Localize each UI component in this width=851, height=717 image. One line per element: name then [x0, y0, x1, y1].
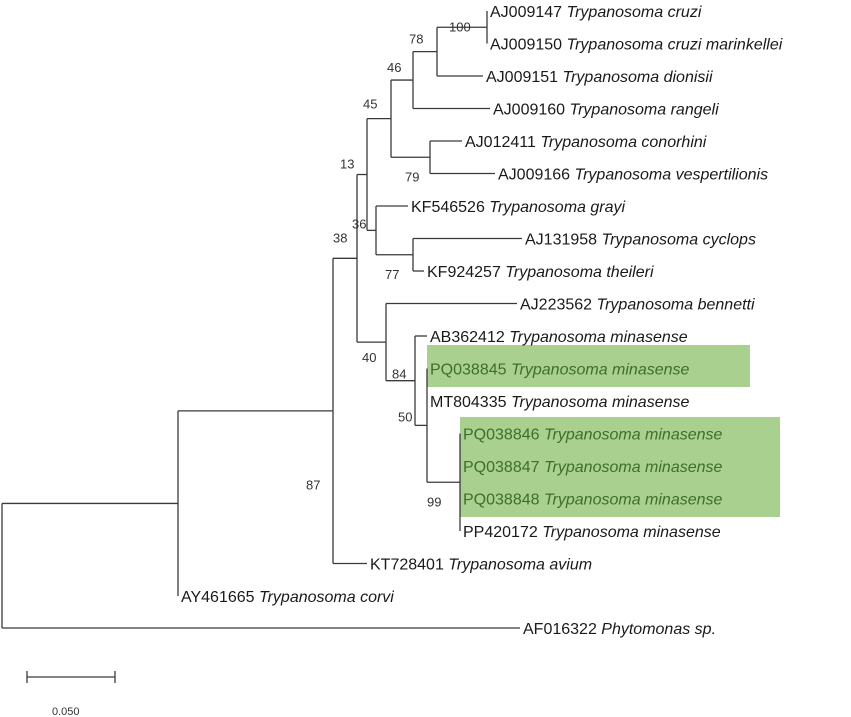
leaf-label-ay461665: AY461665 Trypanosoma corvi	[181, 589, 394, 606]
leaf-label-aj009160: AJ009160 Trypanosoma rangeli	[493, 102, 719, 119]
bootstrap-value-n-conorhini: 79	[405, 169, 419, 184]
leaf-accession: KF546526	[411, 199, 489, 216]
leaf-species: Trypanosoma minasense	[544, 492, 723, 509]
scale-bar-label: 0.050	[52, 706, 80, 717]
leaf-species: Trypanosoma minasense	[542, 524, 721, 541]
leaf-species: Trypanosoma minasense	[509, 329, 688, 346]
leaf-accession: AJ009147	[490, 4, 567, 21]
leaf-species: Trypanosoma dionisii	[563, 69, 713, 86]
leaf-accession: MT804335	[430, 394, 511, 411]
leaf-species: Trypanosoma rangeli	[570, 102, 720, 119]
leaf-label-aj009166: AJ009166 Trypanosoma vespertilionis	[498, 167, 768, 184]
bootstrap-value-n-group1: 45	[363, 97, 377, 112]
leaf-label-af016322: AF016322 Phytomonas sp.	[523, 621, 716, 638]
bootstrap-value-n-grayi: 36	[352, 216, 366, 231]
bootstrap-layer: 100 78 46 79 45 77 36 13 99 50 84 40 38 87	[306, 19, 471, 509]
leaf-label-mt804335: MT804335 Trypanosoma minasense	[430, 394, 689, 411]
leaf-species: Trypanosoma corvi	[259, 589, 394, 606]
bootstrap-value-n-cyclops: 77	[385, 267, 399, 282]
bootstrap-value-n-dionisii: 78	[409, 32, 423, 47]
leaf-species: Trypanosoma minasense	[511, 362, 690, 379]
leaf-species: Trypanosoma avium	[448, 557, 592, 574]
leaf-accession: PP420172	[463, 524, 542, 541]
leaf-accession: AF016322	[523, 621, 601, 638]
leaf-accession: AJ009166	[498, 167, 575, 184]
branch-layer	[1, 11, 522, 629]
leaf-accession: AB362412	[430, 329, 509, 346]
bootstrap-value-n-mina-mid: 50	[398, 409, 412, 424]
leaf-species: Trypanosoma minasense	[544, 459, 723, 476]
leaf-species: Trypanosoma minasense	[544, 427, 723, 444]
leaf-label-pp420172: PP420172 Trypanosoma minasense	[463, 524, 721, 541]
leaf-label-aj009151: AJ009151 Trypanosoma dionisii	[486, 69, 713, 86]
leaf-label-ab362412: AB362412 Trypanosoma minasense	[430, 329, 688, 346]
leaf-species: Trypanosoma conorhini	[540, 134, 706, 151]
highlight-box-pq038845	[427, 345, 750, 387]
leaf-label-kf546526: KF546526 Trypanosoma grayi	[411, 199, 625, 216]
leaf-species: Trypanosoma minasense	[511, 394, 690, 411]
leaf-species: Trypanosoma cyclops	[602, 232, 756, 249]
leaf-accession: AJ131958	[525, 232, 602, 249]
bootstrap-value-n-mina: 84	[392, 367, 406, 382]
leaf-accession: AJ009150	[490, 37, 567, 54]
leaf-label-kt728401: KT728401 Trypanosoma avium	[370, 557, 592, 574]
leaf-accession: KF924257	[427, 264, 505, 281]
leaf-label-pq038846: PQ038846 Trypanosoma minasense	[463, 427, 723, 444]
bootstrap-value-n-main: 38	[333, 230, 347, 245]
leaf-label-pq038845: PQ038845 Trypanosoma minasense	[430, 362, 690, 379]
leaf-label-kf924257: KF924257 Trypanosoma theileri	[427, 264, 654, 281]
leaf-accession: AJ009151	[486, 69, 563, 86]
leaf-species: Phytomonas sp.	[601, 621, 716, 638]
bootstrap-value-n-upper: 13	[340, 157, 354, 172]
highlight-box-pq038846-48	[460, 417, 780, 517]
scale-bar: 0.050	[26, 671, 116, 717]
highlight-layer	[427, 345, 780, 517]
leaf-species: Trypanosoma theileri	[505, 264, 654, 281]
bootstrap-value-n-bennetti: 40	[362, 350, 376, 365]
leaf-label-aj009147: AJ009147 Trypanosoma cruzi	[490, 4, 702, 21]
leaf-label-aj009150: AJ009150 Trypanosoma cruzi marinkellei	[490, 37, 783, 54]
bootstrap-value-n-cruzi: 100	[449, 19, 471, 34]
leaf-label-pq038848: PQ038848 Trypanosoma minasense	[463, 492, 723, 509]
bootstrap-value-n-mina-inner: 99	[427, 494, 441, 509]
leaf-accession: PQ038846	[463, 427, 544, 444]
leaf-accession: PQ038845	[430, 362, 511, 379]
leaf-label-aj131958: AJ131958 Trypanosoma cyclops	[525, 232, 756, 249]
leaf-accession: AY461665	[181, 589, 259, 606]
leaf-accession: PQ038847	[463, 459, 544, 476]
bootstrap-value-n-root-in: 87	[306, 477, 320, 492]
bootstrap-value-n-rangeli: 46	[387, 60, 401, 75]
leaf-species: Trypanosoma bennetti	[597, 297, 755, 314]
leaf-accession: AJ012411	[465, 134, 540, 151]
leaf-accession: AJ223562	[520, 297, 597, 314]
leaf-species: Trypanosoma vespertilionis	[575, 167, 769, 184]
leaf-label-aj012411: AJ012411 Trypanosoma conorhini	[465, 134, 707, 151]
leaf-species: Trypanosoma cruzi	[567, 4, 702, 21]
leaf-species: Trypanosoma grayi	[489, 199, 625, 216]
leaf-accession: KT728401	[370, 557, 448, 574]
leaf-accession: AJ009160	[493, 102, 570, 119]
leaf-accession: PQ038848	[463, 492, 544, 509]
leaf-label-pq038847: PQ038847 Trypanosoma minasense	[463, 459, 723, 476]
leaf-label-aj223562: AJ223562 Trypanosoma bennetti	[520, 297, 755, 314]
leaf-species: Trypanosoma cruzi marinkellei	[567, 37, 783, 54]
